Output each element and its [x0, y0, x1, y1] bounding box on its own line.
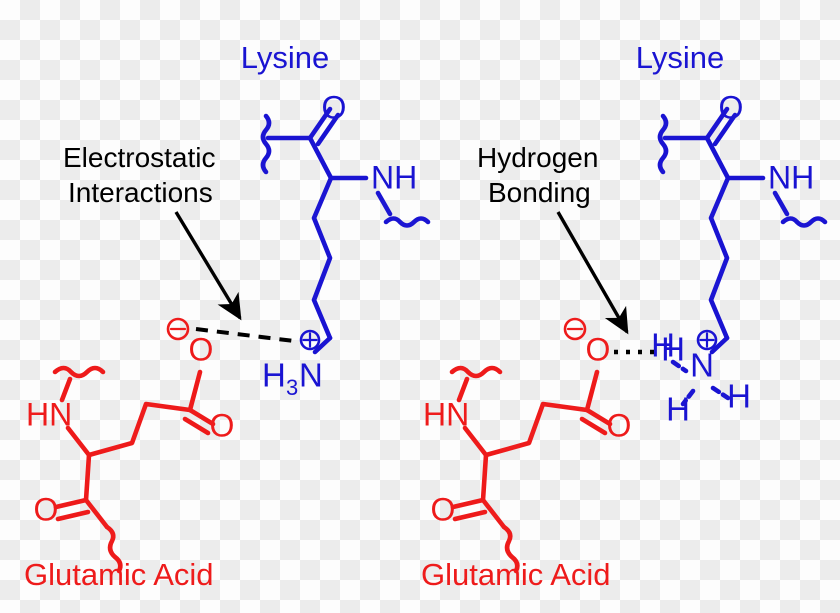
carbonyl-oxygen-label-left: O: [322, 89, 347, 125]
minus-charge-circle-right: [563, 317, 587, 341]
lysine-structure-left: [260, 106, 431, 355]
bond-carbonyl-to-squiggle-glu-left: [83, 497, 110, 530]
electrostatic-annotation-line1: Electrostatic: [63, 142, 216, 173]
ammonium-h-label-lower-left: H: [666, 391, 690, 428]
bond-n-to-h-lower-left-right: [680, 388, 696, 407]
bond-alpha-to-hn-right: [462, 425, 489, 458]
ammonium-h-label-upper-right: H: [651, 327, 675, 364]
panel-right: Lysine O NH N H H: [421, 40, 828, 592]
carboxylate-oxygen-label-left: O: [210, 407, 235, 443]
bond-carbonyl-double-a-left: [307, 106, 333, 141]
bond-carboxyl-double-b-left: [182, 416, 211, 436]
bond-carboxyl-double-a-right: [584, 407, 613, 427]
carboxylate-oxygen-anion-label-left: O: [189, 331, 214, 367]
glutamic-acid-structure-left: [52, 317, 216, 574]
bond-n-to-h-lower-right-right: [710, 385, 731, 401]
backbone-carbonyl-oxygen-label-right: O: [431, 491, 456, 527]
bond-sidechain-to-n-right: [709, 335, 730, 355]
bond-carboxyl-to-ominus-right: [584, 369, 600, 413]
hydrogen-annotation-line1: Hydrogen: [477, 142, 598, 173]
carboxylate-oxygen-anion-label-right: O: [586, 331, 611, 367]
amide-hn-label-right: HN: [423, 396, 469, 432]
amide-hn-label-left: HN: [26, 396, 72, 432]
hydrogen-bond-h-label: H: [661, 331, 685, 368]
hydrogen-annotation-arrow: [556, 211, 629, 335]
bond-carboxyl-double-a-left: [187, 407, 216, 427]
amide-nh-label-left: NH: [371, 159, 417, 195]
bond-carbonyl-double-a-right: [704, 106, 730, 141]
ammonium-h-label-left: H: [262, 357, 286, 394]
squiggle-bond-cterm-glu-right: [501, 524, 520, 574]
squiggle-bond-nterm-glu-left: [52, 365, 106, 379]
hydrogen-annotation-line2: Bonding: [488, 177, 591, 208]
squiggle-bond-cterm-left: [383, 216, 431, 228]
sidechain-chain-right: [708, 175, 731, 341]
bond-carboxyl-double-b-right: [579, 416, 608, 436]
sidechain-chain-left: [311, 175, 334, 341]
bond-nh-to-squiggle-left: [375, 190, 393, 217]
bond-carboxyl-to-ominus-left: [187, 369, 203, 413]
carbonyl-oxygen-label-right: O: [719, 89, 744, 125]
ammonium-group-right: N H H H: [651, 327, 751, 428]
carboxylate-oxygen-label-right: O: [607, 407, 632, 443]
panel-left: Lysine O NH: [24, 40, 431, 592]
lysine-structure-right: [657, 106, 828, 407]
glutamate-chain-right: [483, 401, 590, 458]
glutamic-acid-label-left: Glutamic Acid: [24, 557, 214, 592]
bond-n-to-h-upper-left-right: [670, 359, 689, 374]
bond-sidechain-to-n-left: [312, 335, 333, 355]
glutamic-acid-label-right: Glutamic Acid: [421, 557, 611, 592]
squiggle-bond-nterm-right: [657, 113, 669, 175]
bond-carbonyl-to-alpha-right: [704, 135, 731, 181]
bond-alpha-to-hn-left: [65, 425, 92, 458]
electrostatic-interaction-dashes: [195, 327, 295, 343]
bond-carbonyl-glu-double-b-right: [452, 509, 488, 522]
bond-carbonyl-glu-double-a-right: [450, 497, 486, 510]
squiggle-bond-nterm-left: [260, 113, 272, 175]
bond-carbonyl-glu-double-a-left: [53, 497, 89, 510]
bond-alpha-to-carbonyl-glu-right: [480, 452, 489, 503]
amide-nh-label-right: NH: [768, 159, 814, 195]
minus-charge-circle-left: [166, 317, 190, 341]
ammonium-h-label-lower-right: H: [727, 378, 751, 415]
lysine-label-right: Lysine: [636, 40, 724, 75]
lysine-label-left: Lysine: [241, 40, 329, 75]
bond-hn-to-squiggle-right: [456, 376, 470, 403]
electrostatic-annotation-arrow: [174, 211, 242, 321]
ammonium-n-label-left: N: [299, 357, 323, 394]
ammonium-n-label-right: N: [690, 347, 714, 384]
squiggle-bond-cterm-right: [780, 216, 828, 228]
bond-carbonyl-to-alpha-left: [307, 135, 334, 181]
electrostatic-annotation-line2: Interactions: [68, 177, 213, 208]
plus-charge-circle-right: [696, 329, 718, 351]
squiggle-bond-cterm-glu-left: [104, 524, 123, 574]
bond-carbonyl-double-b-left: [315, 112, 341, 147]
plus-charge-circle-left: [299, 329, 321, 351]
squiggle-bond-nterm-glu-right: [449, 365, 503, 379]
ammonium-group-left: H 3 N: [262, 357, 323, 400]
bond-carbonyl-double-b-right: [712, 112, 738, 147]
bond-carbonyl-to-squiggle-glu-right: [480, 497, 507, 530]
ammonium-subscript-left: 3: [286, 375, 298, 400]
bond-carbonyl-glu-double-b-left: [55, 509, 91, 522]
bond-alpha-to-carbonyl-glu-left: [83, 452, 92, 503]
glutamic-acid-structure-right: [449, 317, 613, 574]
bond-hn-to-squiggle-left: [59, 376, 73, 403]
bond-nh-to-squiggle-right: [772, 190, 790, 217]
backbone-carbonyl-oxygen-label-left: O: [34, 491, 59, 527]
glutamate-chain-left: [86, 401, 193, 458]
